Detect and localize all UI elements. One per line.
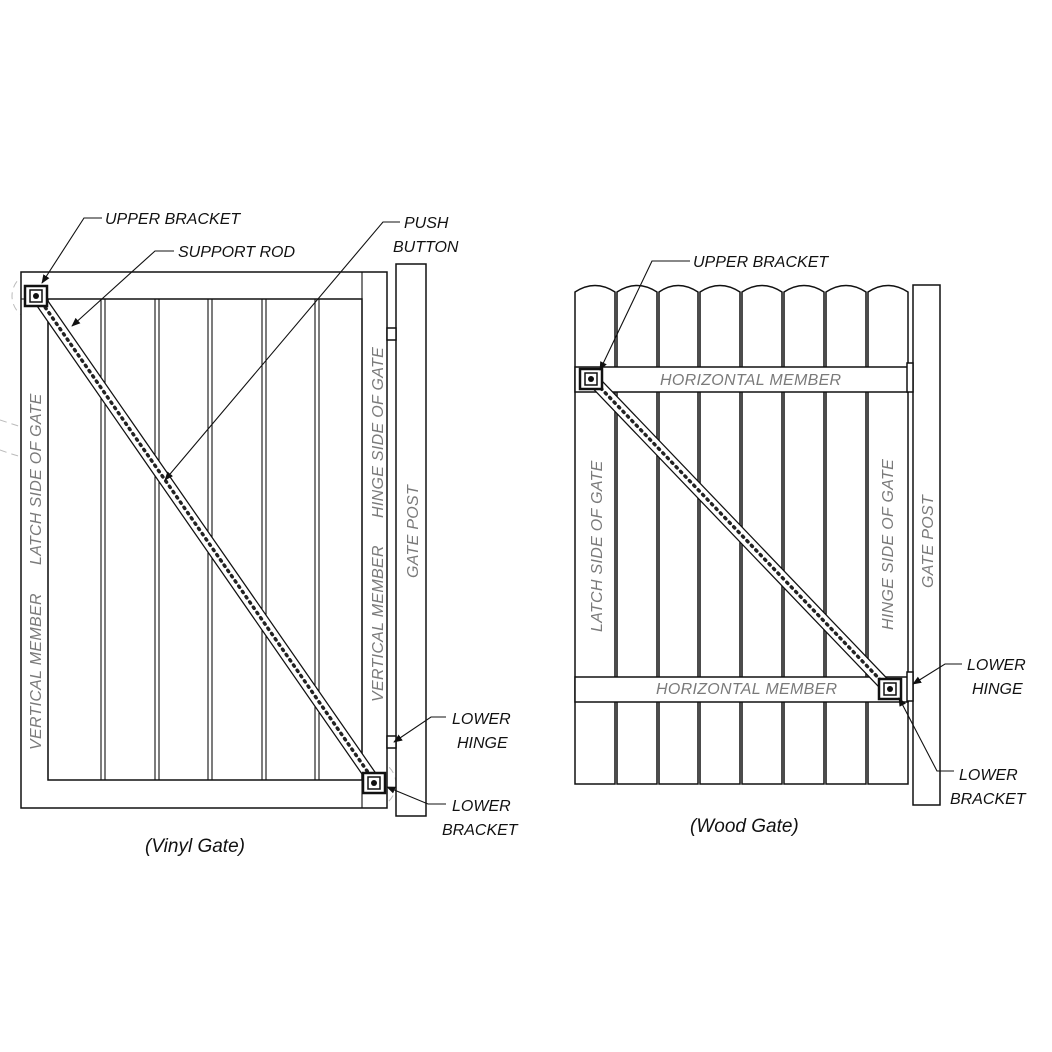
vinyl-support-rod (31, 290, 381, 788)
vinyl-upper-bracket-label: UPPER BRACKET (105, 211, 241, 228)
wood-hinge-side-text: HINGE SIDE OF GATE (880, 459, 897, 630)
wood-upper-bracket (578, 367, 604, 391)
wood-lower-bracket-label-line2: BRACKET (950, 791, 1027, 808)
vinyl-lower-bracket-label-line1: LOWER (452, 798, 511, 815)
vinyl-support-rod-label: SUPPORT ROD (178, 244, 296, 261)
vinyl-lower-hinge-label-line2: HINGE (457, 735, 508, 752)
vinyl-upper-bracket (23, 284, 49, 308)
vinyl-upper-hinge (386, 327, 397, 341)
wood-latch-side-text: LATCH SIDE OF GATE (589, 460, 606, 632)
vinyl-lower-bracket-label-line2: BRACKET (442, 822, 519, 839)
wood-lower-bracket-leader (898, 697, 954, 772)
vinyl-lower-hinge-leader (393, 716, 446, 743)
wood-upper-bracket-leader (599, 260, 690, 371)
wood-upper-bracket-label: UPPER BRACKET (693, 254, 829, 271)
wood-lower-hinge (906, 671, 914, 702)
vinyl-gate-post-text: GATE POST (405, 484, 422, 578)
vinyl-latch-side-text: LATCH SIDE OF GATE (28, 393, 45, 565)
wood-top-horizontal-member-text: HORIZONTAL MEMBER (660, 372, 842, 389)
vinyl-vertical-member-left-text: VERTICAL MEMBER (28, 593, 45, 750)
vinyl-upper-bracket-leader (41, 217, 102, 284)
vinyl-vertical-member-right-text: VERTICAL MEMBER (370, 545, 387, 702)
wood-upper-hinge (906, 362, 914, 393)
vinyl-gate: LATCH SIDE OF GATE VERTICAL MEMBER HINGE… (0, 211, 519, 857)
wood-gate: HORIZONTAL MEMBER HORIZONTAL MEMBER LATC… (574, 254, 1027, 837)
wood-lower-bracket (877, 677, 903, 701)
wood-support-rod (585, 372, 896, 696)
vinyl-lower-hinge-label-line1: LOWER (452, 711, 511, 728)
wood-lower-hinge-leader (912, 663, 962, 685)
wood-gate-post (912, 284, 941, 806)
wood-bottom-horizontal-member (574, 676, 909, 703)
vinyl-gate-caption: (Vinyl Gate) (145, 836, 245, 857)
wood-gate-caption: (Wood Gate) (690, 816, 799, 837)
vinyl-hinge-side-text: HINGE SIDE OF GATE (370, 347, 387, 518)
vinyl-lower-bracket (361, 771, 387, 795)
wood-pickets (574, 284, 909, 785)
vinyl-push-button-label-line1: PUSH (404, 215, 449, 232)
vinyl-push-button-leader (164, 221, 400, 481)
wood-bottom-horizontal-member-text: HORIZONTAL MEMBER (656, 681, 838, 698)
wood-gate-post-text: GATE POST (920, 494, 937, 588)
wood-lower-bracket-label-line1: LOWER (959, 767, 1018, 784)
vinyl-gate-post (395, 263, 427, 817)
vinyl-support-rod-leader (71, 250, 174, 327)
wood-lower-hinge-label-line2: HINGE (972, 681, 1023, 698)
vinyl-push-button-label-line2: BUTTON (393, 239, 459, 256)
wood-lower-hinge-label-line1: LOWER (967, 657, 1026, 674)
vinyl-lower-bracket-leader (386, 786, 446, 805)
